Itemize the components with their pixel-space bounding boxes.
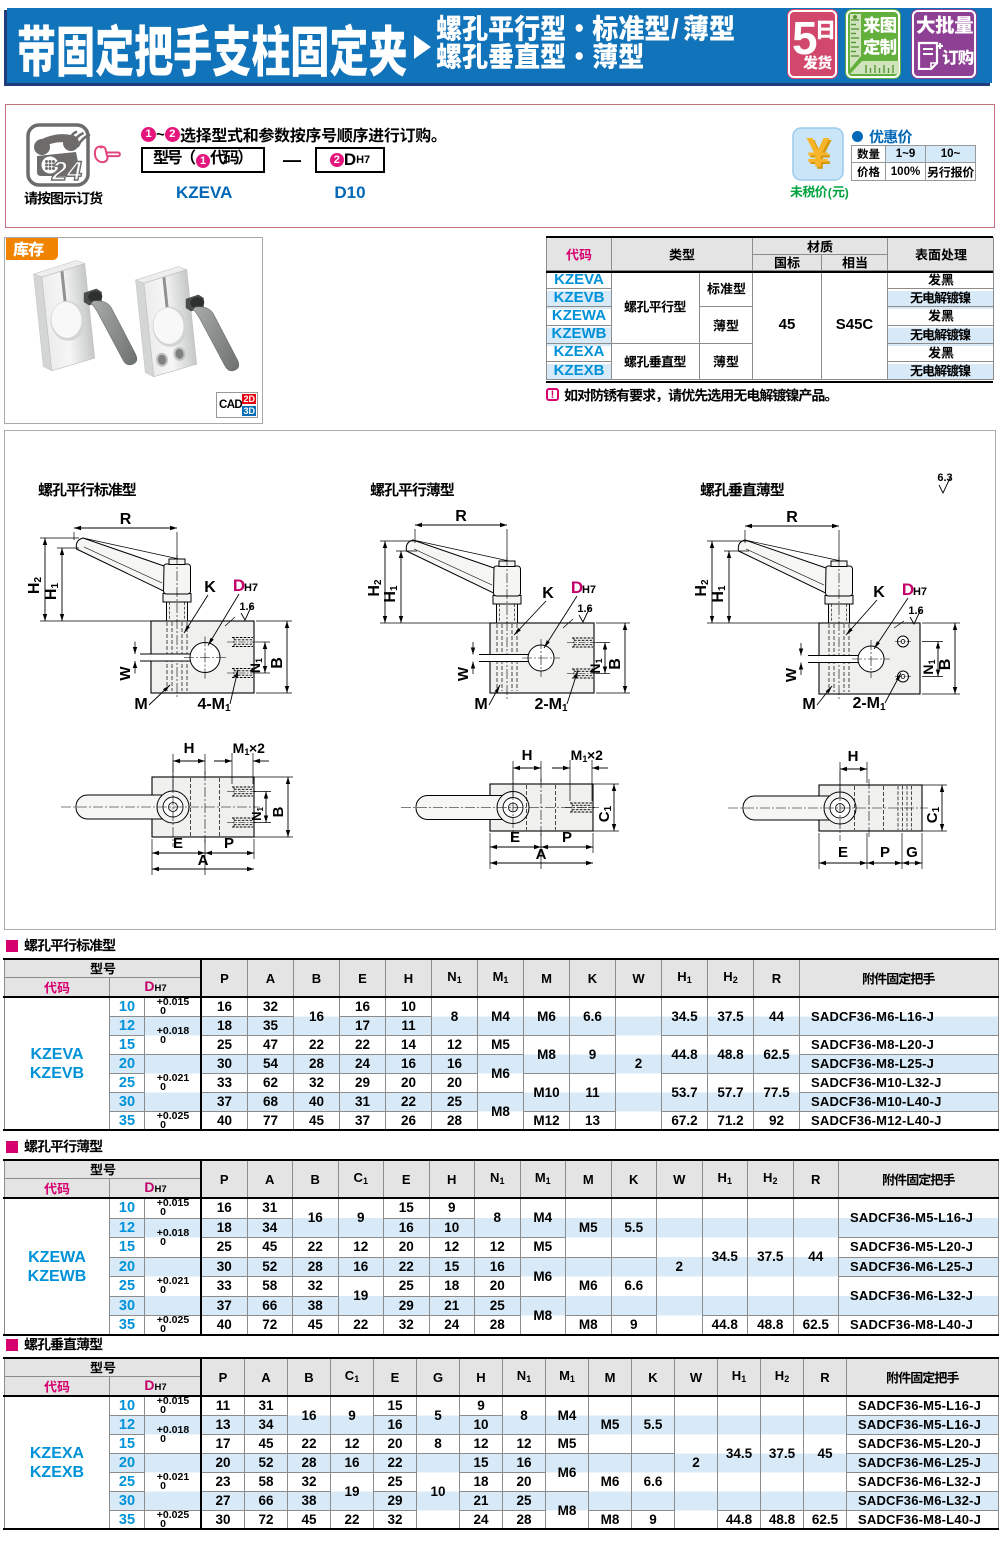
svg-text:H1: H1 [43, 583, 61, 601]
svg-text:1.6: 1.6 [577, 603, 592, 615]
svg-text:E: E [173, 835, 183, 852]
svg-text:N1: N1 [920, 659, 937, 674]
svg-text:M1: M1 [233, 740, 250, 757]
svg-text:P: P [562, 829, 572, 846]
svg-text:P: P [880, 844, 890, 861]
svg-text:H7: H7 [582, 584, 596, 596]
svg-text:×2: ×2 [587, 747, 603, 763]
svg-text:D: D [571, 578, 583, 597]
svg-text:M1: M1 [571, 747, 588, 764]
svg-text:M: M [134, 696, 147, 713]
svg-text:K: K [204, 579, 216, 596]
svg-text:H: H [184, 740, 195, 757]
svg-text:1.6: 1.6 [908, 605, 923, 617]
svg-text:M: M [474, 696, 487, 713]
svg-text:B: B [607, 658, 624, 670]
svg-text:A: A [198, 852, 209, 869]
svg-text:R: R [120, 511, 132, 528]
svg-text:G: G [906, 844, 918, 861]
svg-text:×2: ×2 [249, 740, 265, 756]
svg-text:¥: ¥ [808, 131, 832, 178]
svg-text:C1: C1 [596, 805, 614, 822]
svg-text:24: 24 [51, 156, 82, 186]
svg-text:H2: H2 [693, 579, 711, 597]
svg-text:H1: H1 [710, 585, 728, 603]
svg-text:H2: H2 [26, 577, 44, 595]
svg-text:R: R [786, 509, 798, 526]
svg-text:K: K [542, 585, 554, 602]
svg-text:K: K [873, 584, 885, 601]
svg-text:R: R [455, 508, 467, 525]
svg-text:D: D [902, 580, 914, 599]
svg-text:H7: H7 [244, 582, 258, 594]
svg-text:B: B [270, 806, 287, 817]
svg-text:A: A [536, 846, 547, 863]
svg-text:H7: H7 [913, 586, 927, 598]
svg-text:2-M1: 2-M1 [534, 696, 568, 714]
svg-text:D: D [233, 576, 245, 595]
svg-text:W: W [455, 666, 472, 681]
svg-text:B: B [937, 659, 954, 671]
svg-text:¥: ¥ [806, 129, 830, 176]
svg-text:2-M1: 2-M1 [852, 695, 886, 713]
svg-text:W: W [783, 667, 800, 682]
svg-text:E: E [510, 829, 520, 846]
svg-text:H: H [848, 748, 859, 765]
svg-text:W: W [117, 666, 134, 681]
svg-text:M: M [802, 696, 815, 713]
svg-text:4-M1: 4-M1 [197, 696, 231, 714]
svg-text:E: E [838, 844, 848, 861]
svg-text:1.6: 1.6 [239, 601, 254, 613]
svg-text:C1: C1 [924, 806, 942, 823]
svg-text:B: B [269, 657, 286, 669]
svg-text:P: P [224, 835, 234, 852]
svg-text:H: H [522, 747, 533, 764]
